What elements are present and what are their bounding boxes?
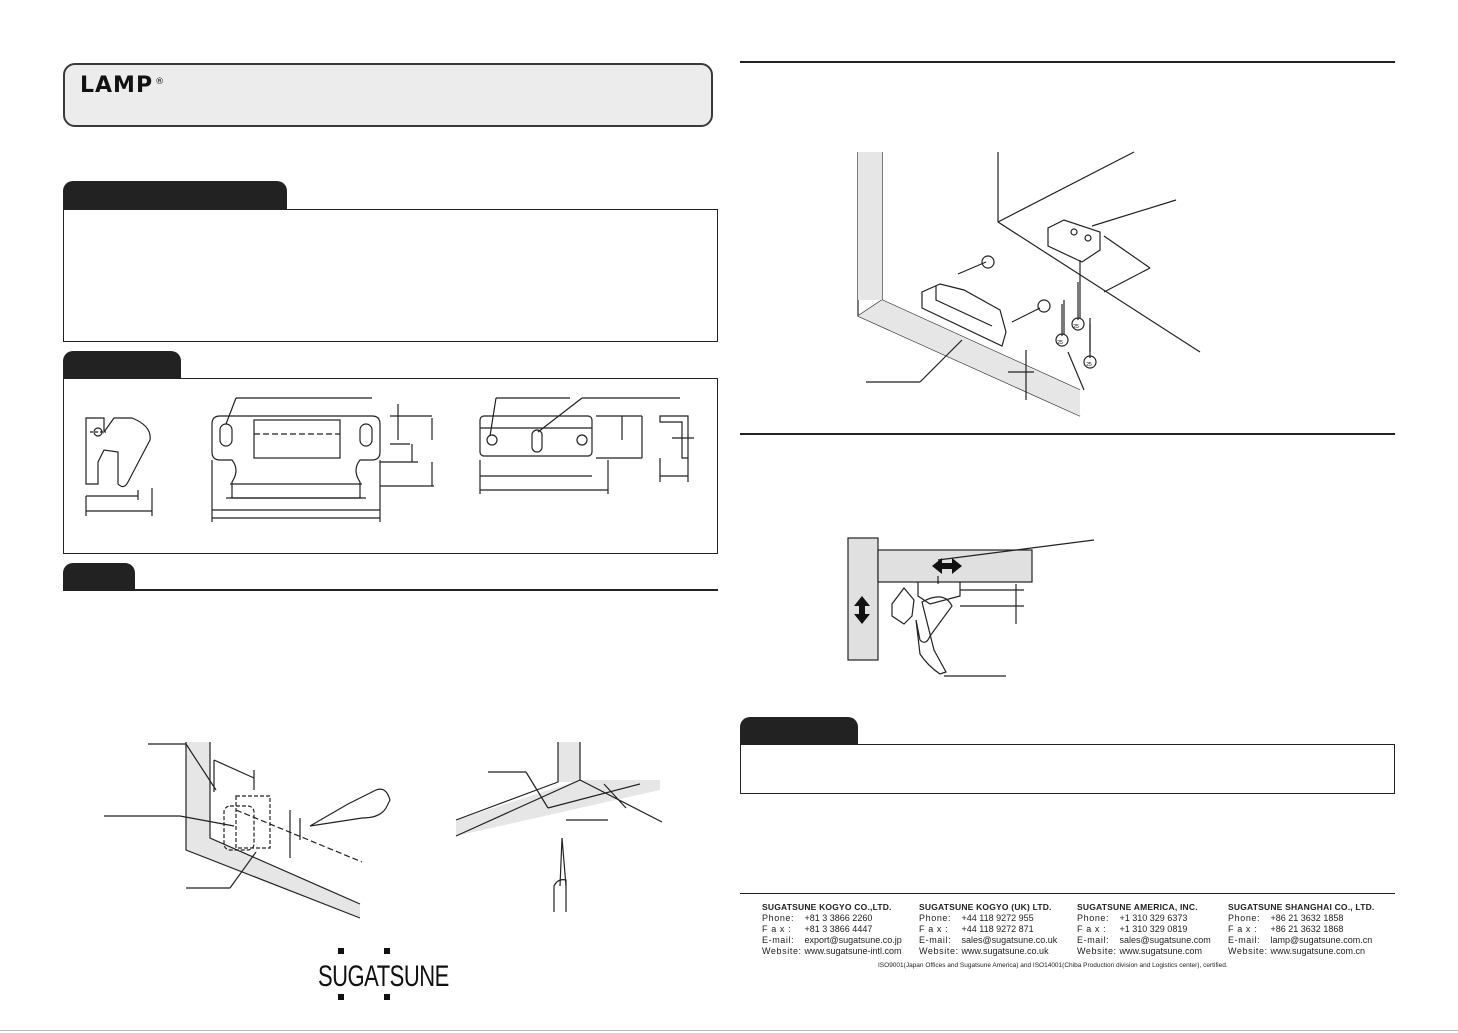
fax-label: F a x : [1077,924,1107,934]
website-link[interactable]: www.sugatsune.com.cn [1270,946,1366,956]
company-name: SUGATSUNE AMERICA, INC. [1077,902,1198,912]
dimensions-panel [63,378,718,554]
phone-value: +44 118 9272 955 [961,913,1034,923]
lamp-logo: LAMP® [80,73,165,98]
screw-label-1: 25 [1073,324,1079,330]
company-name: SUGATSUNE SHANGHAI CO., LTD. [1228,902,1375,912]
email-link[interactable]: sales@sugatsune.com [1119,935,1211,945]
website-label: Website: [1077,946,1117,956]
company-block-us: SUGATSUNE AMERICA, INC. Phone: +1 310 32… [1077,902,1211,957]
section-tab-3 [63,563,135,591]
footer-rule [740,893,1395,894]
strike-side-view [659,415,694,482]
section-tab-1 [63,181,287,209]
email-label: E-mail: [919,935,952,945]
phone-value: +86 21 3632 1858 [1270,913,1344,923]
catch-front-view [211,397,434,522]
installation-perspective [857,151,1201,417]
section-rule-3 [63,589,718,591]
section-panel-right [740,744,1395,794]
section-tab-right [740,717,858,745]
fax-value: +44 118 9272 871 [961,924,1034,934]
catch-side-view [85,417,153,516]
company-block-cn: SUGATSUNE SHANGHAI CO., LTD. Phone: +86 … [1228,902,1374,957]
website-label: Website: [1228,946,1268,956]
phone-label: Phone: [1077,913,1110,923]
section-rule-right-1 [740,61,1395,63]
iso-certification-note: ISO9001(Japan Offices and Sugatsune Amer… [878,962,1228,969]
company-block-uk: SUGATSUNE KOGYO (UK) LTD. Phone: +44 118… [919,902,1057,957]
marking-diagram-2 [455,742,663,912]
website-label: Website: [919,946,959,956]
email-label: E-mail: [1228,935,1261,945]
section-panel-1 [63,209,718,342]
registered-mark: ® [155,76,166,87]
website-link[interactable]: www.sugatsune-intl.com [804,946,902,956]
fax-label: F a x : [1228,924,1258,934]
phone-label: Phone: [1228,913,1261,923]
phone-label: Phone: [919,913,952,923]
phone-label: Phone: [762,913,795,923]
fax-value: +86 21 3632 1868 [1270,924,1344,934]
header-banner: LAMP® [63,63,713,127]
fax-value: +81 3 3866 4447 [804,924,873,934]
email-link[interactable]: export@sugatsune.co.jp [804,935,902,945]
section-tab-2 [63,351,181,379]
fax-value: +1 310 329 0819 [1119,924,1188,934]
sugatsune-logo: SUGATSUNE [318,959,449,993]
company-name: SUGATSUNE KOGYO (UK) LTD. [919,902,1052,912]
adjustment-diagram [847,537,1095,677]
page-bottom-line [0,1030,1458,1031]
fax-label: F a x : [919,924,949,934]
email-label: E-mail: [1077,935,1110,945]
website-link[interactable]: www.sugatsune.co.uk [961,946,1049,956]
lamp-logo-text: LAMP [80,73,154,98]
screw-label-2: 25 [1057,340,1063,346]
section-rule-right-2 [740,433,1395,435]
fax-label: F a x : [762,924,792,934]
phone-value: +1 310 329 6373 [1119,913,1188,923]
strike-front-view [479,397,680,494]
email-label: E-mail: [762,935,795,945]
phone-value: +81 3 3866 2260 [804,913,873,923]
website-link[interactable]: www.sugatsune.com [1119,946,1203,956]
company-name: SUGATSUNE KOGYO CO.,LTD. [762,902,892,912]
screw-label-3: 25 [1086,362,1092,368]
website-label: Website: [762,946,802,956]
company-block-jp: SUGATSUNE KOGYO CO.,LTD. Phone: +81 3 38… [762,902,902,957]
marking-diagram-1 [104,742,391,919]
email-link[interactable]: lamp@sugatsune.com.cn [1270,935,1373,945]
email-link[interactable]: sales@sugatsune.co.uk [961,935,1058,945]
